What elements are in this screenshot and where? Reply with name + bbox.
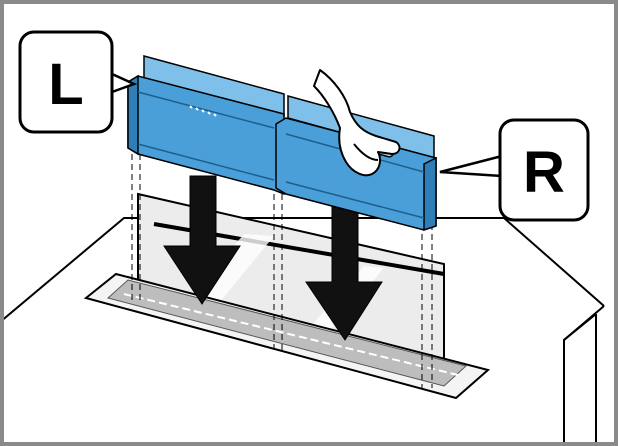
counter-trim [83, 272, 491, 400]
right-callout-label: R [523, 140, 565, 205]
left-callout-label: L [48, 52, 83, 117]
hand-icon [313, 69, 401, 177]
left-callout: L [18, 30, 138, 134]
down-arrow-icon [163, 175, 383, 341]
countertop [4, 217, 605, 442]
alignment-guides [131, 144, 433, 388]
installation-diagram: L R [4, 30, 605, 442]
right-callout: R [439, 118, 590, 222]
filter-module-left [127, 55, 285, 196]
